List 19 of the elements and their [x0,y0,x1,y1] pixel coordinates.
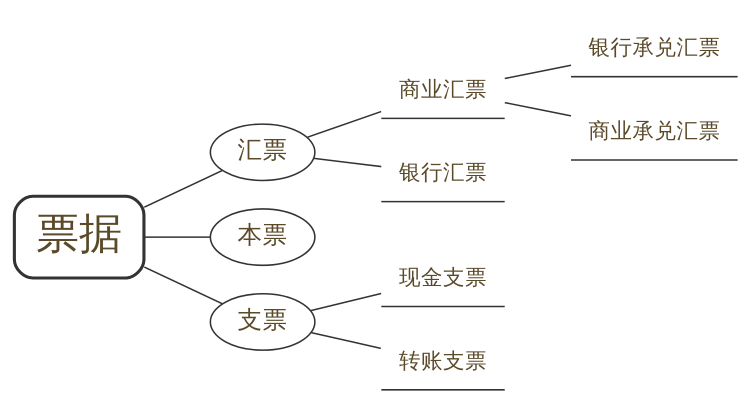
node-text: 转账支票 [399,348,488,374]
connector [314,157,382,167]
node-box: 票据 [12,194,146,280]
connector [504,101,572,116]
connector [144,236,210,238]
connector [144,169,222,208]
node-ellipse: 支票 [210,292,316,350]
node-text: 现金支票 [399,264,488,290]
node-text: 商业承兑汇票 [588,118,720,144]
node-ellipse: 本票 [210,208,316,266]
node-text: 银行承兑汇票 [588,35,720,60]
connector [144,266,222,304]
node-text: 商业汇票 [399,76,488,102]
node-ellipse: 汇票 [210,122,316,181]
connector [307,110,382,138]
connector [310,292,382,311]
node-text: 银行汇票 [399,160,488,186]
connector [311,331,381,349]
connector [504,64,572,79]
